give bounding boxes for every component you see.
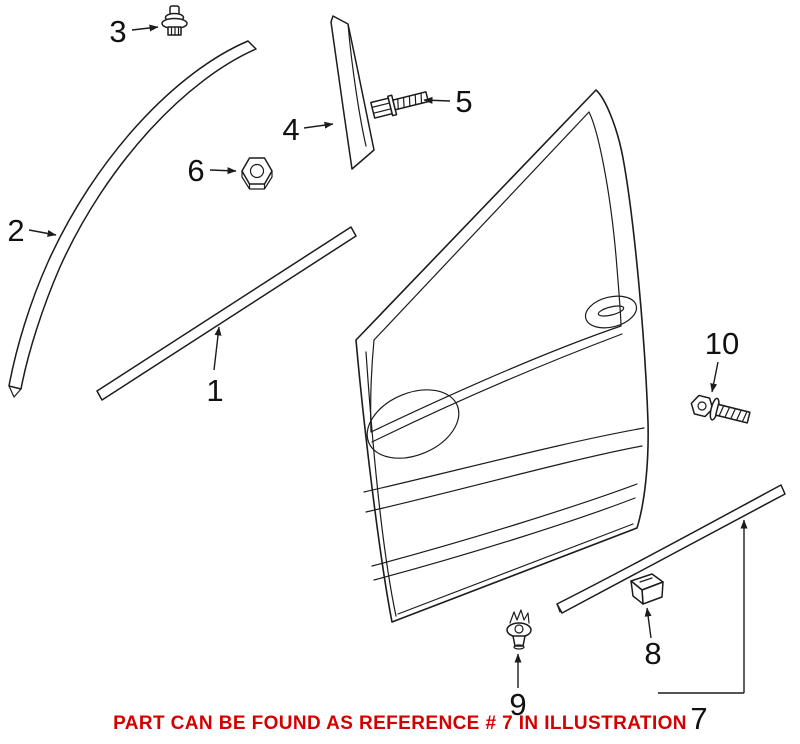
part-8-clip <box>630 573 664 605</box>
panel-contour-4 <box>373 497 636 581</box>
part-6-nut <box>241 157 273 190</box>
part-label-1: 1 <box>206 373 223 408</box>
part-label-2: 2 <box>7 213 24 248</box>
part-label-5: 5 <box>455 84 472 119</box>
leader-arrow-8 <box>644 607 652 639</box>
part-labels: 1 2 3 4 5 6 7 8 9 10 <box>7 14 739 736</box>
part-10-bolt <box>690 394 751 424</box>
leader-arrows <box>28 24 748 694</box>
leader-arrow-4 <box>303 121 334 129</box>
part-label-7: 7 <box>690 701 707 736</box>
panel-contour-3 <box>371 483 638 567</box>
reference-caption: PART CAN BE FOUND AS REFERENCE # 7 IN IL… <box>113 713 687 734</box>
part-label-8: 8 <box>644 636 661 671</box>
part-label-3: 3 <box>109 14 126 49</box>
mirror-patch <box>366 389 460 459</box>
door-handle <box>584 295 638 329</box>
leader-arrow-10 <box>710 361 719 393</box>
door-front-face-line <box>365 351 397 617</box>
part-1-belt-molding <box>96 226 357 401</box>
leader-arrow-3 <box>131 24 159 32</box>
panel-contour-2 <box>365 445 643 513</box>
door-illustration <box>355 89 649 623</box>
door-belt-line-2 <box>371 333 623 443</box>
leader-arrow-2 <box>28 229 57 237</box>
part-label-10: 10 <box>705 326 739 361</box>
part-label-9: 9 <box>509 687 526 722</box>
panel-contour-1 <box>363 427 645 493</box>
leader-arrow-1 <box>213 326 222 371</box>
door-handle-slot <box>597 305 625 317</box>
part-label-6: 6 <box>187 153 204 188</box>
part-7-lower-molding <box>556 484 786 614</box>
window-frame-inner-edge <box>373 111 590 341</box>
part-9-push-clip <box>506 609 532 650</box>
door-belt-line <box>370 325 622 433</box>
part-3-clip <box>161 5 188 36</box>
part-4-pillar-applique <box>330 15 375 170</box>
leader-arrow-6 <box>209 167 237 175</box>
part-label-4: 4 <box>282 112 299 147</box>
part-2-window-frame-molding <box>8 40 257 398</box>
door-bottom-inner-line <box>397 523 634 615</box>
leader-arrow-5 <box>423 96 451 104</box>
door-rear-inner-edge <box>588 111 622 327</box>
door-outline <box>355 89 649 623</box>
part-5-bolt <box>370 91 430 119</box>
